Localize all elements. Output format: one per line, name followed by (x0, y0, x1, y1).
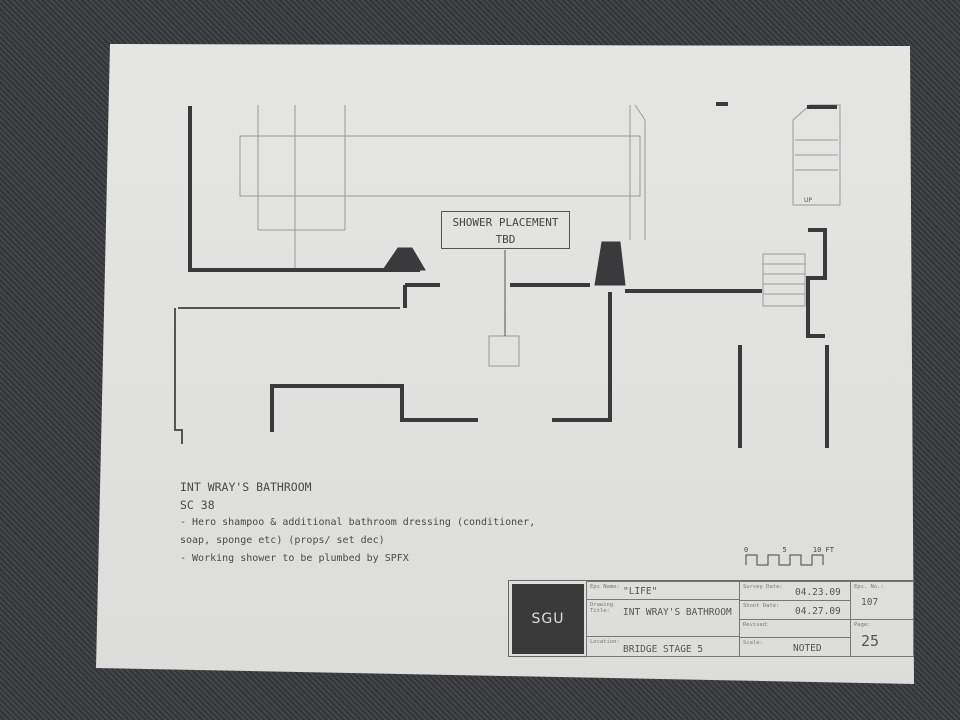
notes-line2: soap, sponge etc) (props/ set dec) (180, 535, 385, 546)
callout-line2: TBD (495, 233, 516, 246)
notes-title: INT WRAY'S BATHROOM (180, 480, 312, 494)
eps-name: "LIFE" (623, 586, 658, 597)
page-number: 25 (861, 632, 880, 650)
scale-end: 10 FT (812, 546, 834, 554)
survey-date: 04.23.09 (795, 587, 841, 598)
drawing-notes: INT WRAY'S BATHROOM SC 38 - Hero shampoo… (180, 478, 535, 568)
title-block: SGU Eps Name: "LIFE" Drawing Title: INT … (508, 580, 914, 657)
scale-cell: Scale: NOTED (739, 637, 851, 657)
callout-line1: SHOWER PLACEMENT (452, 216, 559, 229)
shoot-date-cell: Shoot Date: 04.27.09 (739, 600, 851, 620)
eps-name-cell: Eps Name: "LIFE" (586, 581, 740, 600)
eps-no-cell: Eps. No.: 107 (850, 581, 914, 620)
location: BRIDGE STAGE 5 (623, 644, 704, 655)
scale-start: 0 (744, 546, 749, 554)
eps-no: 107 (861, 597, 879, 608)
survey-date-cell: Survey Date: 04.23.09 (739, 581, 851, 601)
location-cell: Location: BRIDGE STAGE 5 (586, 636, 740, 657)
shower-placement-callout: SHOWER PLACEMENT TBD (441, 211, 570, 249)
drawing-title-cell: Drawing Title: INT WRAY'S BATHROOM (586, 599, 740, 637)
notes-scene: SC 38 (180, 498, 215, 512)
notes-line3: - Working shower to be plumbed by SPFX (180, 553, 409, 564)
page-cell: Page: 25 (850, 619, 914, 657)
scale-mid: 5 (782, 546, 787, 554)
stairs-up-label: UP (804, 197, 812, 204)
drawing-title: INT WRAY'S BATHROOM (623, 607, 732, 618)
sgu-logo: SGU (512, 584, 584, 654)
notes-line1: - Hero shampoo & additional bathroom dre… (180, 517, 536, 528)
scale-value: NOTED (793, 643, 822, 654)
scale-bar-labels: 0 5 10 FT (744, 546, 834, 554)
revised-cell: Revised: (739, 619, 851, 638)
shoot-date: 04.27.09 (795, 606, 841, 617)
